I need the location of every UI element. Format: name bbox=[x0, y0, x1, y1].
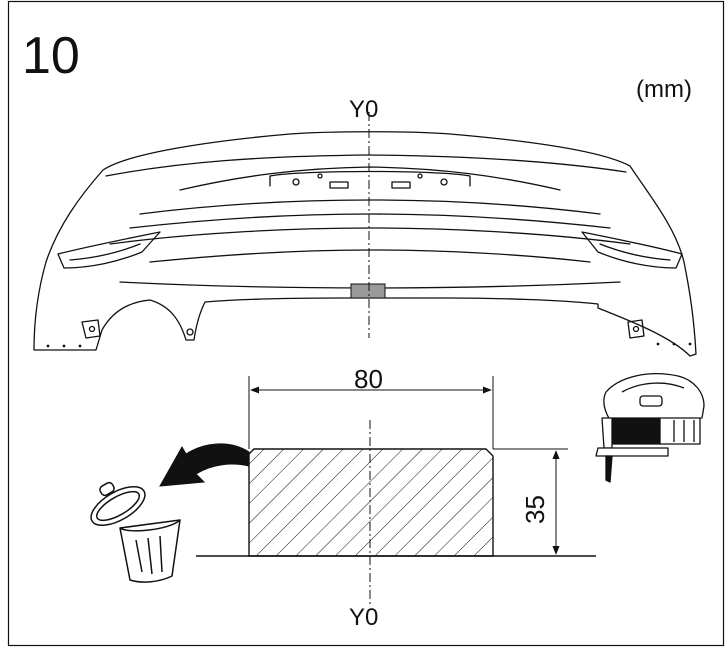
trash-can-icon bbox=[90, 481, 181, 583]
width-dimension-label: 80 bbox=[354, 364, 383, 394]
axis-label-bottom: Y0 bbox=[349, 604, 379, 631]
height-dimension bbox=[493, 448, 596, 557]
width-dimension bbox=[248, 376, 494, 449]
step-number: 10 bbox=[22, 27, 80, 85]
jigsaw-icon bbox=[595, 373, 705, 483]
unit-label: (mm) bbox=[636, 76, 692, 103]
cut-area-marker bbox=[350, 283, 386, 299]
cut-out-block bbox=[248, 448, 494, 557]
curved-arrow-icon bbox=[159, 443, 250, 487]
bumper-detail-dots bbox=[46, 342, 692, 348]
panel-border bbox=[7, 0, 725, 647]
rear-bumper-cover-icon bbox=[33, 131, 697, 357]
axis-label-top: Y0 bbox=[349, 96, 379, 123]
height-dimension-label: 35 bbox=[520, 495, 550, 524]
